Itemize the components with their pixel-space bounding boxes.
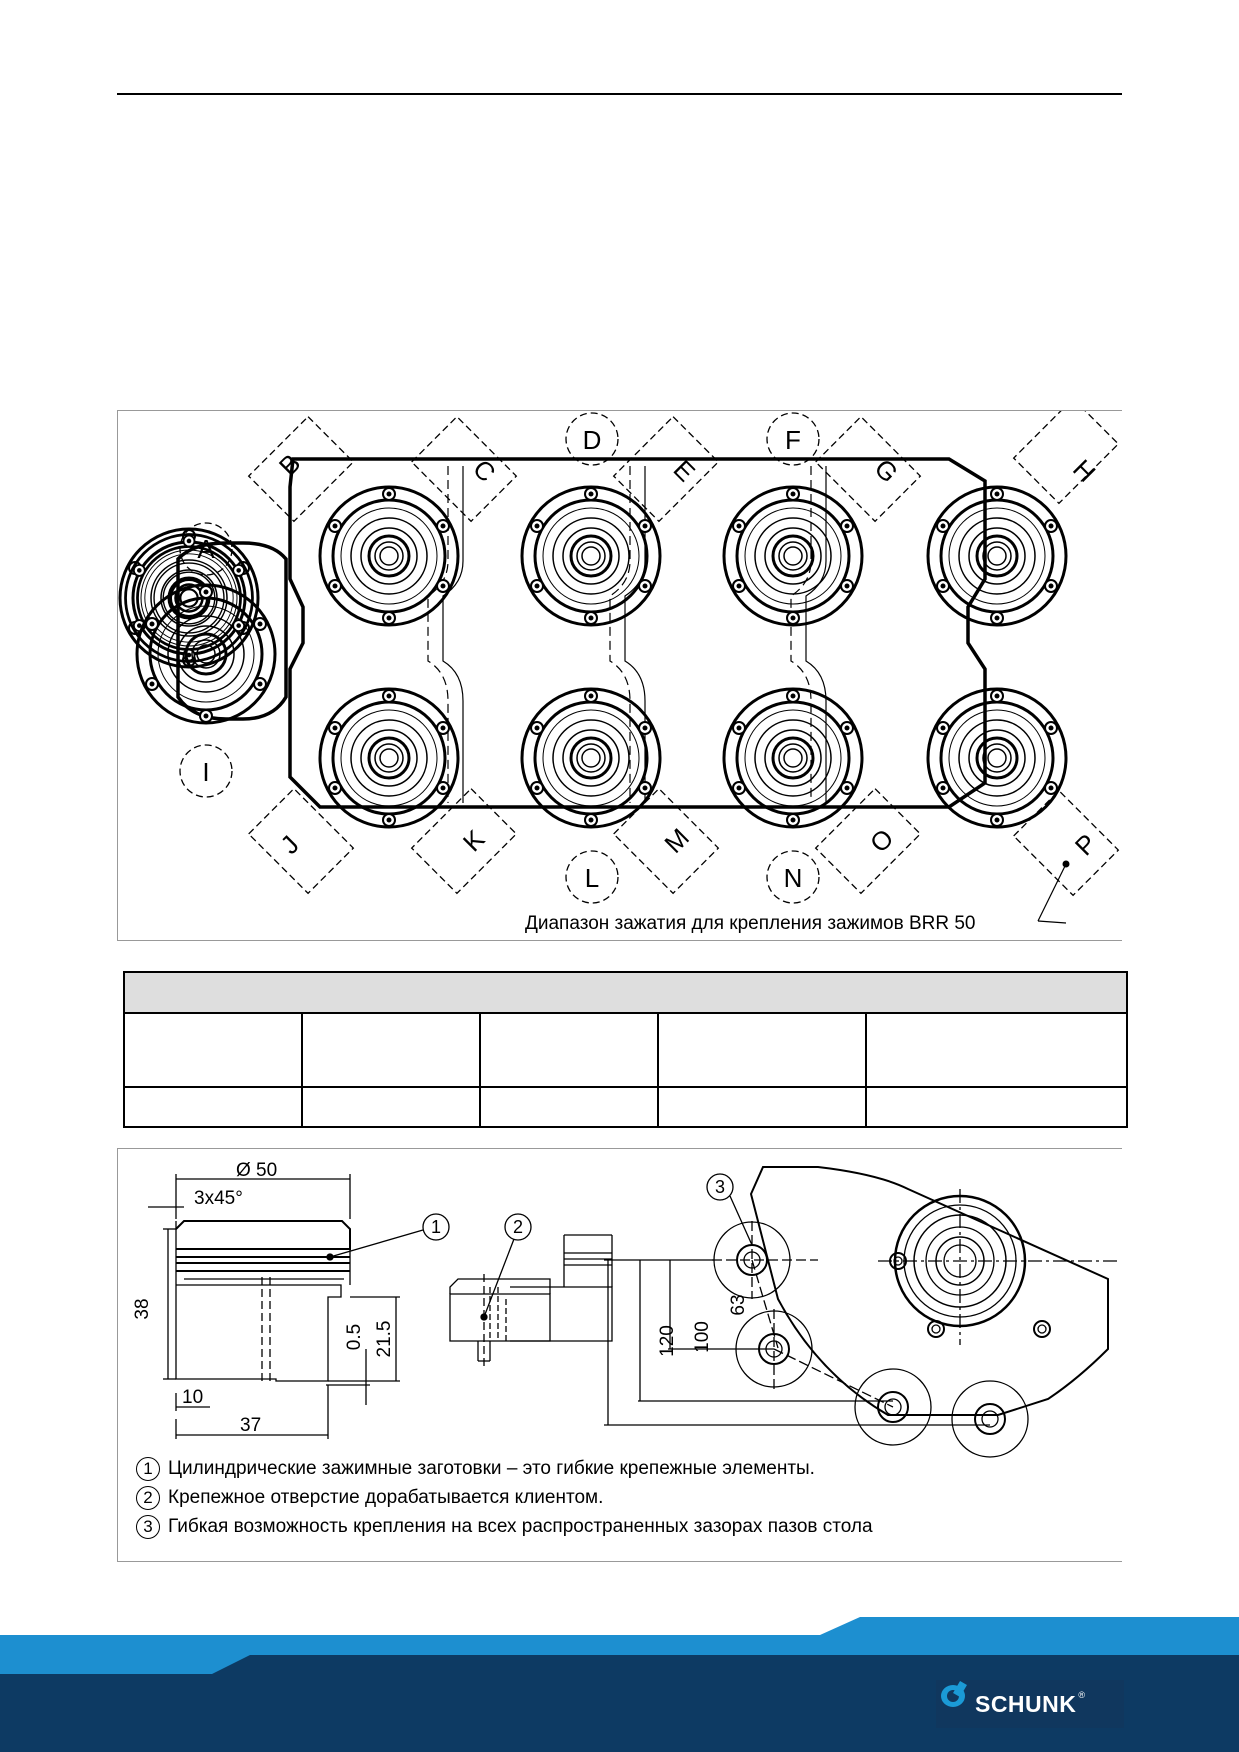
note-text: Крепежное отверстие дорабатывается клиен…	[168, 1487, 604, 1508]
note-number: 2	[136, 1486, 160, 1510]
table-row	[123, 1086, 1128, 1128]
table-cell	[301, 1086, 481, 1128]
label-a: A	[197, 534, 215, 564]
label-h: H	[1067, 453, 1101, 487]
dim-0-5: 0.5	[344, 1324, 365, 1350]
note-number: 1	[136, 1457, 160, 1481]
label-j: J	[274, 829, 304, 859]
detail-drawing: Ø 50 3x45° 38 21.5 0.5 10 37 120 100 63 …	[117, 1148, 1122, 1562]
layout-drawing-svg: A I D F L N B C E G H J K M O P	[118, 411, 1120, 924]
label-b: B	[273, 448, 306, 481]
base-plate-outline	[288, 457, 987, 809]
dim-100: 100	[692, 1321, 713, 1353]
table-cell	[123, 1086, 303, 1128]
dim-37: 37	[240, 1415, 261, 1436]
clamp-unit-single	[135, 583, 277, 725]
label-f: F	[785, 425, 801, 455]
dim-63: 63	[728, 1294, 749, 1315]
dim-10: 10	[182, 1387, 203, 1408]
spec-table	[123, 971, 1128, 1128]
clamp-range-caption: Диапазон зажатия для крепления зажимов B…	[525, 913, 976, 934]
schunk-logo: SCHUNK ®	[936, 1680, 1124, 1728]
table-cell	[479, 1012, 659, 1088]
detail-drawing-svg: Ø 50 3x45° 38 21.5 0.5 10 37 120 100 63 …	[132, 1160, 1118, 1458]
clamp-unit	[520, 687, 662, 829]
callout-1: 1	[431, 1217, 441, 1237]
table-cell	[123, 1012, 303, 1088]
label-k: K	[457, 823, 491, 857]
note-number: 3	[136, 1515, 160, 1539]
clamp-unit	[318, 687, 460, 829]
clamp-unit	[520, 485, 662, 627]
note-1: 1 Цилиндрические зажимные заготовки – эт…	[136, 1457, 815, 1481]
clamp-layout-drawing: A I D F L N B C E G H J K M O P Диапазон…	[117, 410, 1122, 941]
label-n: N	[784, 863, 803, 893]
logo-registered-mark: ®	[1078, 1690, 1086, 1700]
label-i: I	[202, 757, 209, 787]
table-header-row	[123, 971, 1128, 1014]
table-cell	[301, 1012, 481, 1088]
callout-2: 2	[513, 1217, 523, 1237]
footer-shapes	[0, 1617, 1239, 1752]
dim-chamfer: 3x45°	[194, 1188, 243, 1209]
clamp-unit	[926, 485, 1068, 627]
dim-120: 120	[657, 1325, 678, 1357]
label-m: M	[658, 822, 695, 859]
top-rule	[117, 93, 1122, 95]
logo-text: SCHUNK	[974, 1690, 1077, 1717]
table-row	[123, 1012, 1128, 1088]
clamp-unit	[722, 485, 864, 627]
note-3: 3 Гибкая возможность крепления на всех р…	[136, 1515, 873, 1539]
clamp-unit	[722, 687, 864, 829]
table-cell	[657, 1012, 867, 1088]
note-2: 2 Крепежное отверстие дорабатывается кли…	[136, 1486, 603, 1510]
dim-38: 38	[132, 1298, 153, 1319]
clamp-unit	[926, 687, 1068, 829]
table-cell	[865, 1012, 1128, 1088]
label-o: O	[864, 823, 900, 859]
dim-21-5: 21.5	[374, 1321, 395, 1358]
note-text: Гибкая возможность крепления на всех рас…	[168, 1516, 873, 1537]
table-cell	[865, 1086, 1128, 1128]
label-l: L	[585, 863, 599, 893]
table-cell	[657, 1086, 867, 1128]
logo-mark-icon	[941, 1680, 967, 1707]
table-cell	[479, 1086, 659, 1128]
clamp-unit	[318, 485, 460, 627]
label-d: D	[583, 425, 602, 455]
callout-3: 3	[715, 1177, 725, 1197]
note-text: Цилиндрические зажимные заготовки – это …	[168, 1458, 815, 1479]
footer-band: SCHUNK ®	[0, 1610, 1239, 1752]
label-p: P	[1069, 828, 1102, 861]
dim-diameter: Ø 50	[236, 1160, 277, 1181]
